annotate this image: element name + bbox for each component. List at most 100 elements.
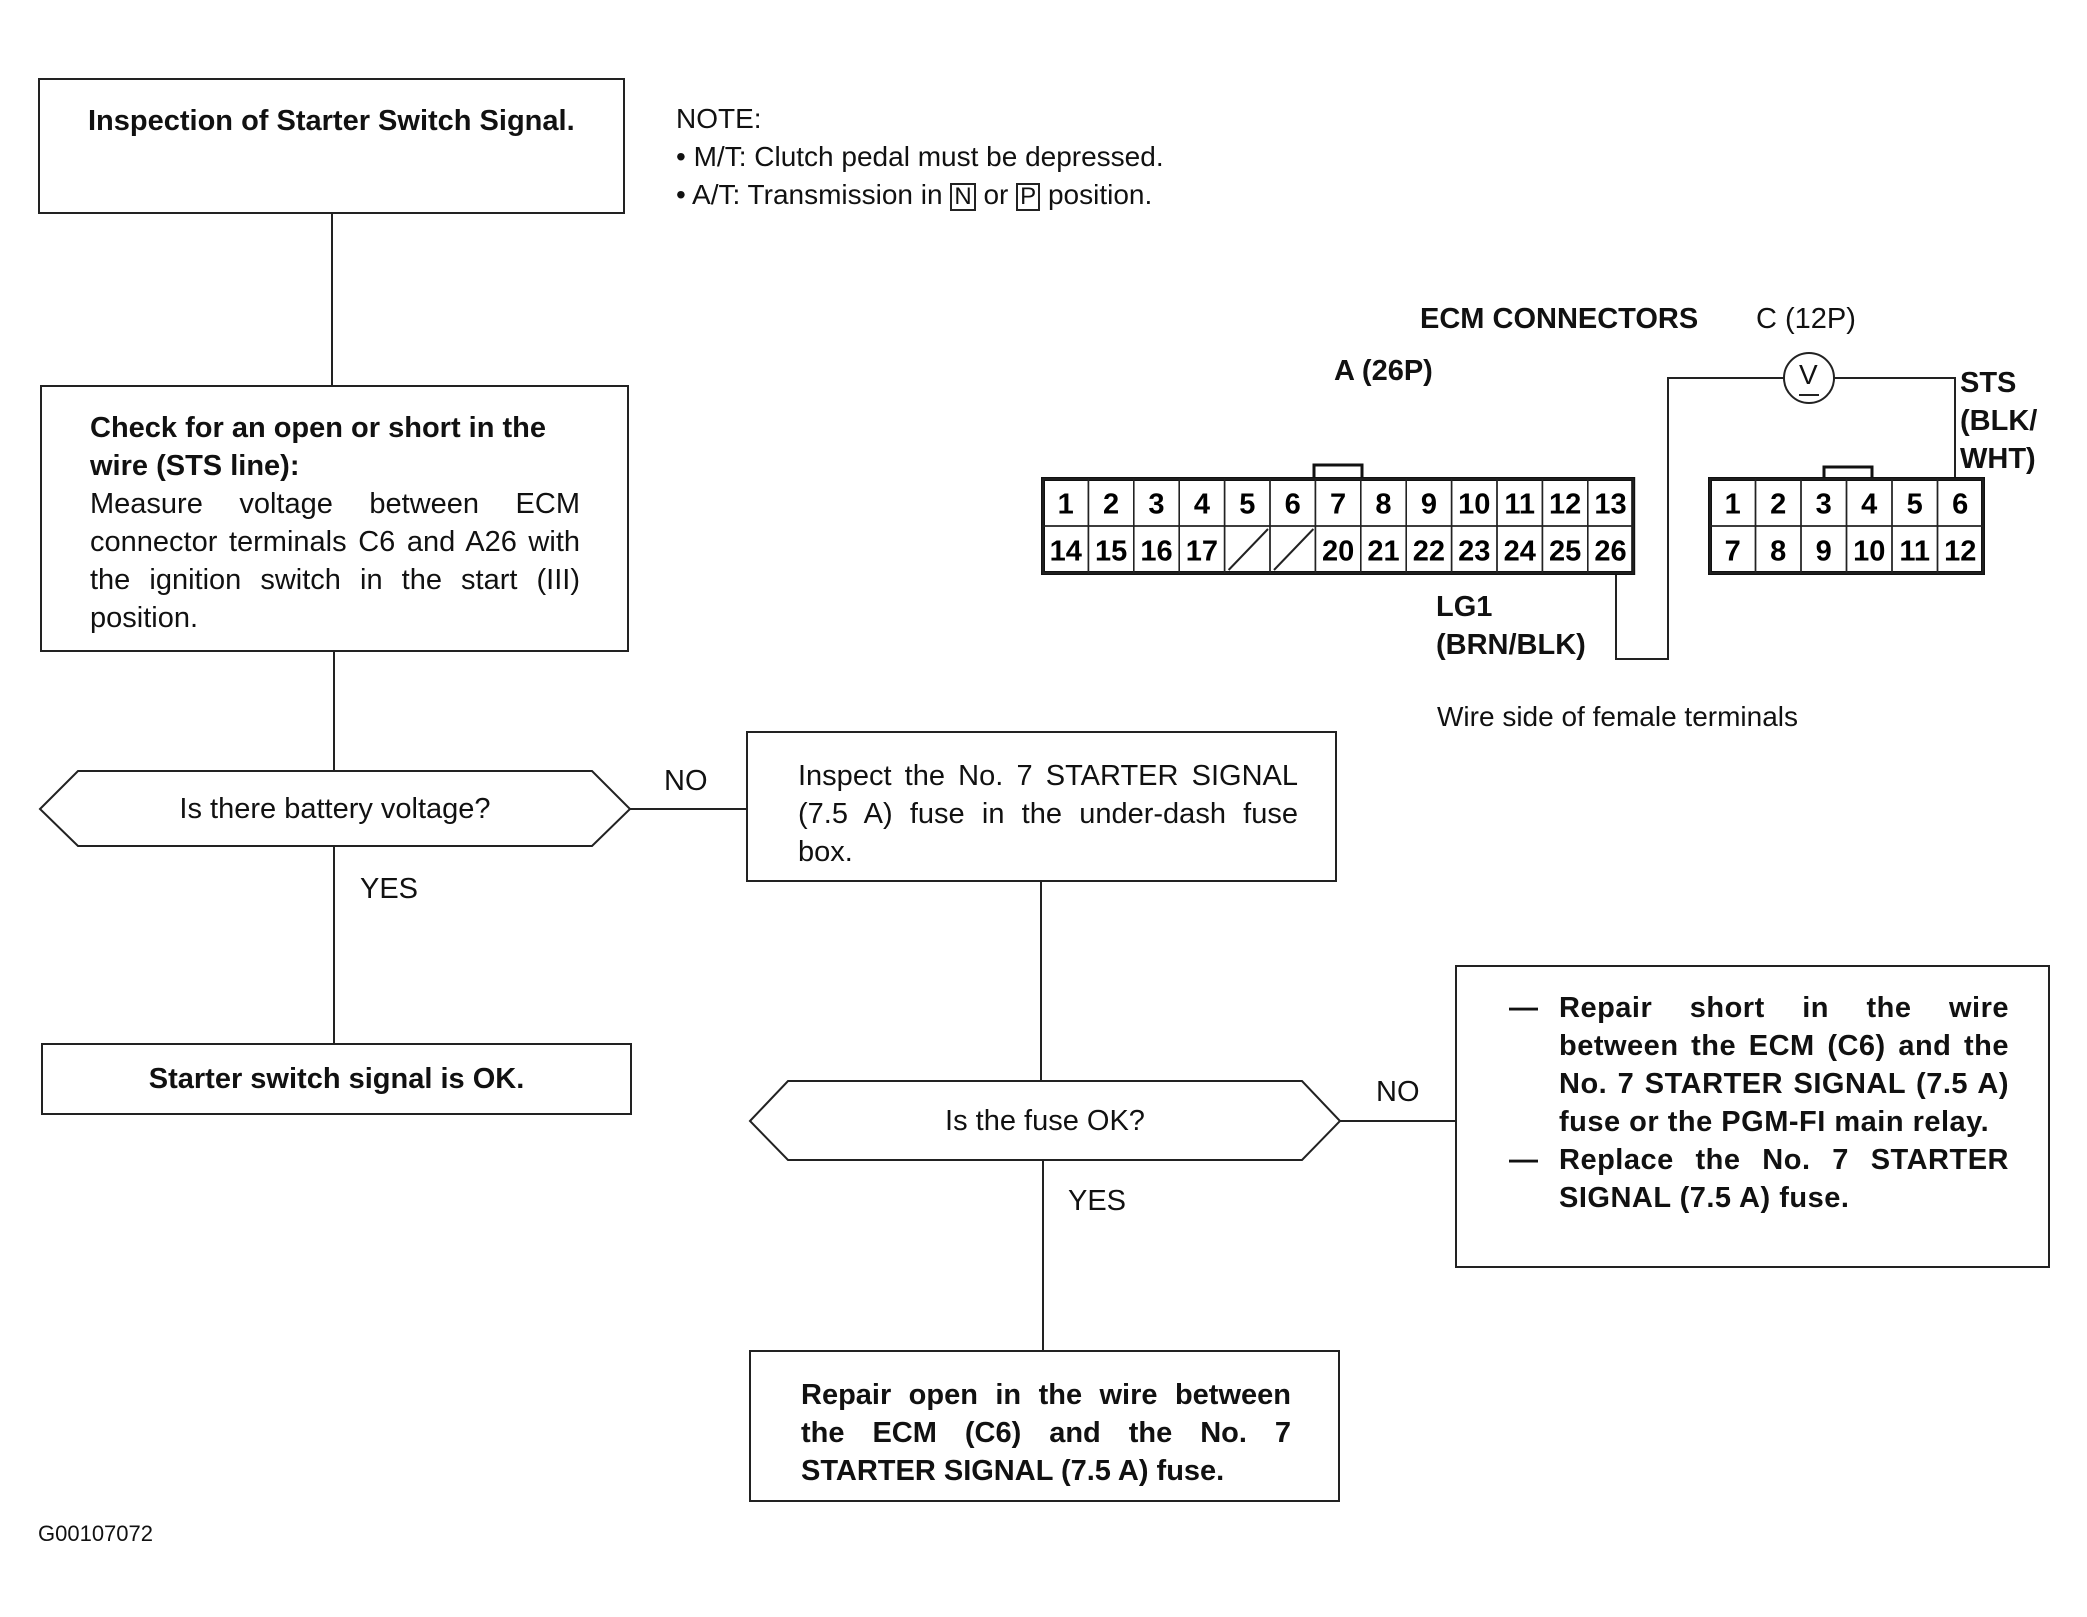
unused-terminal-slash xyxy=(1227,528,1269,571)
check-box: Check for an open or short in the wire (… xyxy=(40,385,629,652)
decision-battery-text: Is there battery voltage? xyxy=(179,793,491,825)
dash-bullet: — xyxy=(1509,992,1539,1024)
note-title: NOTE: xyxy=(676,103,762,134)
terminal-number: 3 xyxy=(1816,489,1832,521)
inspect-box: Inspect the No. 7 STARTER SIGNAL (7.5 A)… xyxy=(746,731,1337,882)
terminal-number: 6 xyxy=(1285,489,1301,521)
terminal-number: 22 xyxy=(1413,536,1445,568)
open-repair-text: Repair open in the wire between the ECM … xyxy=(801,1379,1291,1487)
check-box-body: Measure voltage between ECM connector te… xyxy=(90,488,580,634)
gear-p-key: P xyxy=(1016,183,1041,211)
wire-sts xyxy=(1834,377,1956,479)
terminal-number: 10 xyxy=(1458,489,1490,521)
lg1-label-line: (BRN/BLK) xyxy=(1436,629,1586,661)
wire-lg1 xyxy=(1615,377,1784,660)
terminal-number: 11 xyxy=(1504,489,1535,521)
terminal-number: 20 xyxy=(1322,536,1354,568)
sts-label: STS (BLK/ WHT) xyxy=(1960,364,2037,478)
decision-fuse-text: Is the fuse OK? xyxy=(945,1105,1145,1137)
terminal-cell xyxy=(1936,525,1984,574)
terminal-number: 9 xyxy=(1421,489,1437,521)
terminal-number: 9 xyxy=(1816,536,1832,568)
terminal-number: 3 xyxy=(1148,489,1164,521)
terminal-number: 10 xyxy=(1853,536,1885,568)
terminal-number: 12 xyxy=(1944,536,1976,568)
bullet: • xyxy=(676,141,686,172)
note: NOTE: • M/T: Clutch pedal must be depres… xyxy=(676,100,1164,214)
unused-terminal-slash xyxy=(1273,528,1315,571)
figure-id: G00107072 xyxy=(38,1521,153,1546)
sts-label-line: WHT) xyxy=(1960,443,2036,475)
terminal-number: 8 xyxy=(1770,536,1786,568)
sts-label-line: STS xyxy=(1960,367,2017,399)
check-box-title: Check for an open or short in the wire (… xyxy=(90,412,546,482)
voltmeter-icon xyxy=(1783,352,1835,404)
short-repair-item: — Replace the No. 7 STARTER SIGNAL (7.5 … xyxy=(1509,1141,2009,1217)
terminal-number: 11 xyxy=(1899,536,1930,568)
terminal-number: 15 xyxy=(1095,536,1127,568)
short-repair-box: — Repair short in the wire between the E… xyxy=(1455,965,2050,1268)
terminal-number: 13 xyxy=(1594,489,1626,521)
terminal-cell xyxy=(1587,525,1634,574)
terminal-number: 26 xyxy=(1594,536,1626,568)
note-at-or: or xyxy=(983,179,1009,210)
lg1-label-line: LG1 xyxy=(1436,591,1493,623)
terminal-number: 1 xyxy=(1058,489,1074,521)
ok-box: Starter switch signal is OK. xyxy=(41,1043,632,1115)
terminal-number: 12 xyxy=(1549,489,1581,521)
short-repair-list: — Repair short in the wire between the E… xyxy=(1509,989,2009,1217)
terminal-number: 24 xyxy=(1504,536,1536,568)
terminal-number: 4 xyxy=(1194,489,1210,521)
bullet: • xyxy=(676,179,686,210)
open-repair-box: Repair open in the wire between the ECM … xyxy=(749,1350,1340,1502)
decision-fuse-no-label: NO xyxy=(1376,1076,1420,1108)
terminal-number: 2 xyxy=(1103,489,1119,521)
terminal-number: 16 xyxy=(1140,536,1172,568)
note-at-text: A/T: Transmission in xyxy=(692,179,943,210)
lg1-label: LG1 (BRN/BLK) xyxy=(1436,588,1586,664)
connector-a-tab xyxy=(1312,463,1364,481)
short-repair-item-text: Repair short in the wire between the ECM… xyxy=(1559,992,2009,1138)
ok-box-text: Starter switch signal is OK. xyxy=(148,1063,525,1095)
sts-label-line: (BLK/ xyxy=(1960,405,2038,437)
check-box-text: Check for an open or short in the wire (… xyxy=(90,409,580,637)
dash-bullet: — xyxy=(1509,1144,1539,1176)
terminal-number: 5 xyxy=(1239,489,1255,521)
decision-fuse-yes-label: YES xyxy=(1068,1185,1127,1217)
decision-shape-fuse xyxy=(748,1080,1342,1161)
terminal-number: 7 xyxy=(1330,489,1346,521)
terminal-number: 6 xyxy=(1952,489,1968,521)
terminal-number: 17 xyxy=(1186,536,1218,568)
start-box: Inspection of Starter Switch Signal. xyxy=(38,78,625,214)
decision-battery-yes-label: YES xyxy=(360,873,419,905)
voltmeter-label: V xyxy=(1799,359,1818,390)
short-repair-item: — Repair short in the wire between the E… xyxy=(1509,989,2009,1141)
note-line-mt: • M/T: Clutch pedal must be depressed. xyxy=(676,138,1164,176)
decision-battery-no-label: NO xyxy=(664,765,708,797)
connector-a-label: A (26P) xyxy=(1334,355,1433,387)
terminal-number: 14 xyxy=(1050,536,1082,568)
connector-caption: Wire side of female terminals xyxy=(1437,701,1799,732)
terminal-number: 5 xyxy=(1907,489,1923,521)
connector-c-label: C (12P) xyxy=(1756,303,1856,335)
terminal-number: 1 xyxy=(1725,489,1741,521)
start-box-text: Inspection of Starter Switch Signal. xyxy=(88,105,575,137)
note-at-post: position. xyxy=(1047,179,1153,210)
terminal-number: 23 xyxy=(1458,536,1490,568)
note-mt-text: M/T: Clutch pedal must be depressed. xyxy=(693,141,1164,172)
terminal-number: 25 xyxy=(1549,536,1581,568)
decision-shape-battery xyxy=(38,770,632,847)
inspect-box-text: Inspect the No. 7 STARTER SIGNAL (7.5 A)… xyxy=(798,760,1298,868)
gear-n-key: N xyxy=(950,183,976,211)
terminal-number: 21 xyxy=(1367,536,1399,568)
terminal-number: 7 xyxy=(1725,536,1741,568)
ecm-connectors-title: ECM CONNECTORS xyxy=(1420,303,1699,335)
terminal-number: 2 xyxy=(1770,489,1786,521)
note-line-at: • A/T: Transmission in N or P position. xyxy=(676,176,1164,214)
short-repair-item-text: Replace the No. 7 STARTER SIGNAL (7.5 A)… xyxy=(1559,1144,2009,1214)
terminal-number: 4 xyxy=(1861,489,1877,521)
terminal-number: 8 xyxy=(1375,489,1391,521)
